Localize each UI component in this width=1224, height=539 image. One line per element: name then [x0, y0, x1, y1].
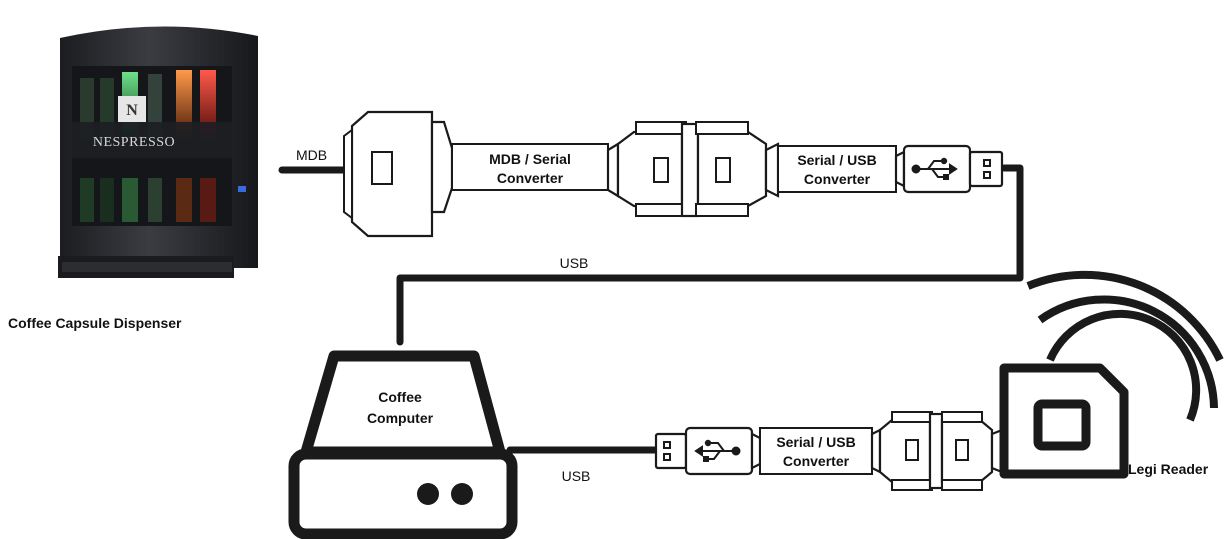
- mdb-serial-converter-line1: MDB / Serial: [489, 151, 571, 167]
- serial-usb-converter-top: Serial / USB Converter: [777, 145, 897, 193]
- serial-usb-converter-bottom: Serial / USB Converter: [759, 427, 873, 475]
- computer-base: [288, 448, 518, 539]
- usb-plug-bottom: [654, 426, 762, 476]
- mdb-label: MDB: [296, 147, 327, 163]
- db9-coupler-bottom: [870, 411, 1004, 491]
- wireless-signal-icon: [1026, 270, 1224, 422]
- mdb-serial-converter: MDB / Serial Converter: [451, 143, 609, 191]
- computer-button-left: [417, 483, 439, 505]
- coffee-capsule-dispenser: N NESPRESSO: [58, 26, 258, 278]
- usb-bottom-label: USB: [562, 468, 591, 484]
- usb-symbol-icon: [911, 157, 958, 180]
- db25-connector: [343, 110, 454, 238]
- coffee-computer-line2: Computer: [367, 410, 434, 426]
- svg-text:N: N: [126, 102, 138, 119]
- serial-usb-top-line1: Serial / USB: [797, 152, 876, 168]
- cables: [278, 164, 1024, 454]
- nespresso-logo-icon: [118, 96, 146, 122]
- mdb-serial-converter-line2: Converter: [497, 170, 564, 186]
- dispenser-tray: [62, 262, 232, 272]
- db9-coupler-top: [606, 121, 780, 218]
- computer-button-right: [451, 483, 473, 505]
- dispenser-indicator: [238, 186, 246, 192]
- usb-top-label: USB: [560, 255, 589, 271]
- usb-plug-top: [894, 144, 1004, 194]
- dispenser-brand: NESPRESSO: [93, 135, 175, 150]
- legi-reader-label: Legi Reader: [1128, 461, 1209, 477]
- serial-usb-bottom-line1: Serial / USB: [776, 434, 855, 450]
- serial-usb-top-line2: Converter: [804, 171, 871, 187]
- usb-symbol-icon: [694, 439, 741, 462]
- coffee-computer-line1: Coffee: [378, 389, 422, 405]
- coffee-computer: Coffee Computer: [288, 350, 518, 539]
- legi-reader-card-slot: [1033, 399, 1091, 451]
- serial-usb-bottom-line2: Converter: [783, 453, 850, 469]
- legi-reader: [999, 270, 1224, 479]
- dispenser-label: Coffee Capsule Dispenser: [8, 315, 182, 331]
- dispenser-logo-band: [72, 122, 232, 158]
- usb-cable-top: [396, 164, 1024, 346]
